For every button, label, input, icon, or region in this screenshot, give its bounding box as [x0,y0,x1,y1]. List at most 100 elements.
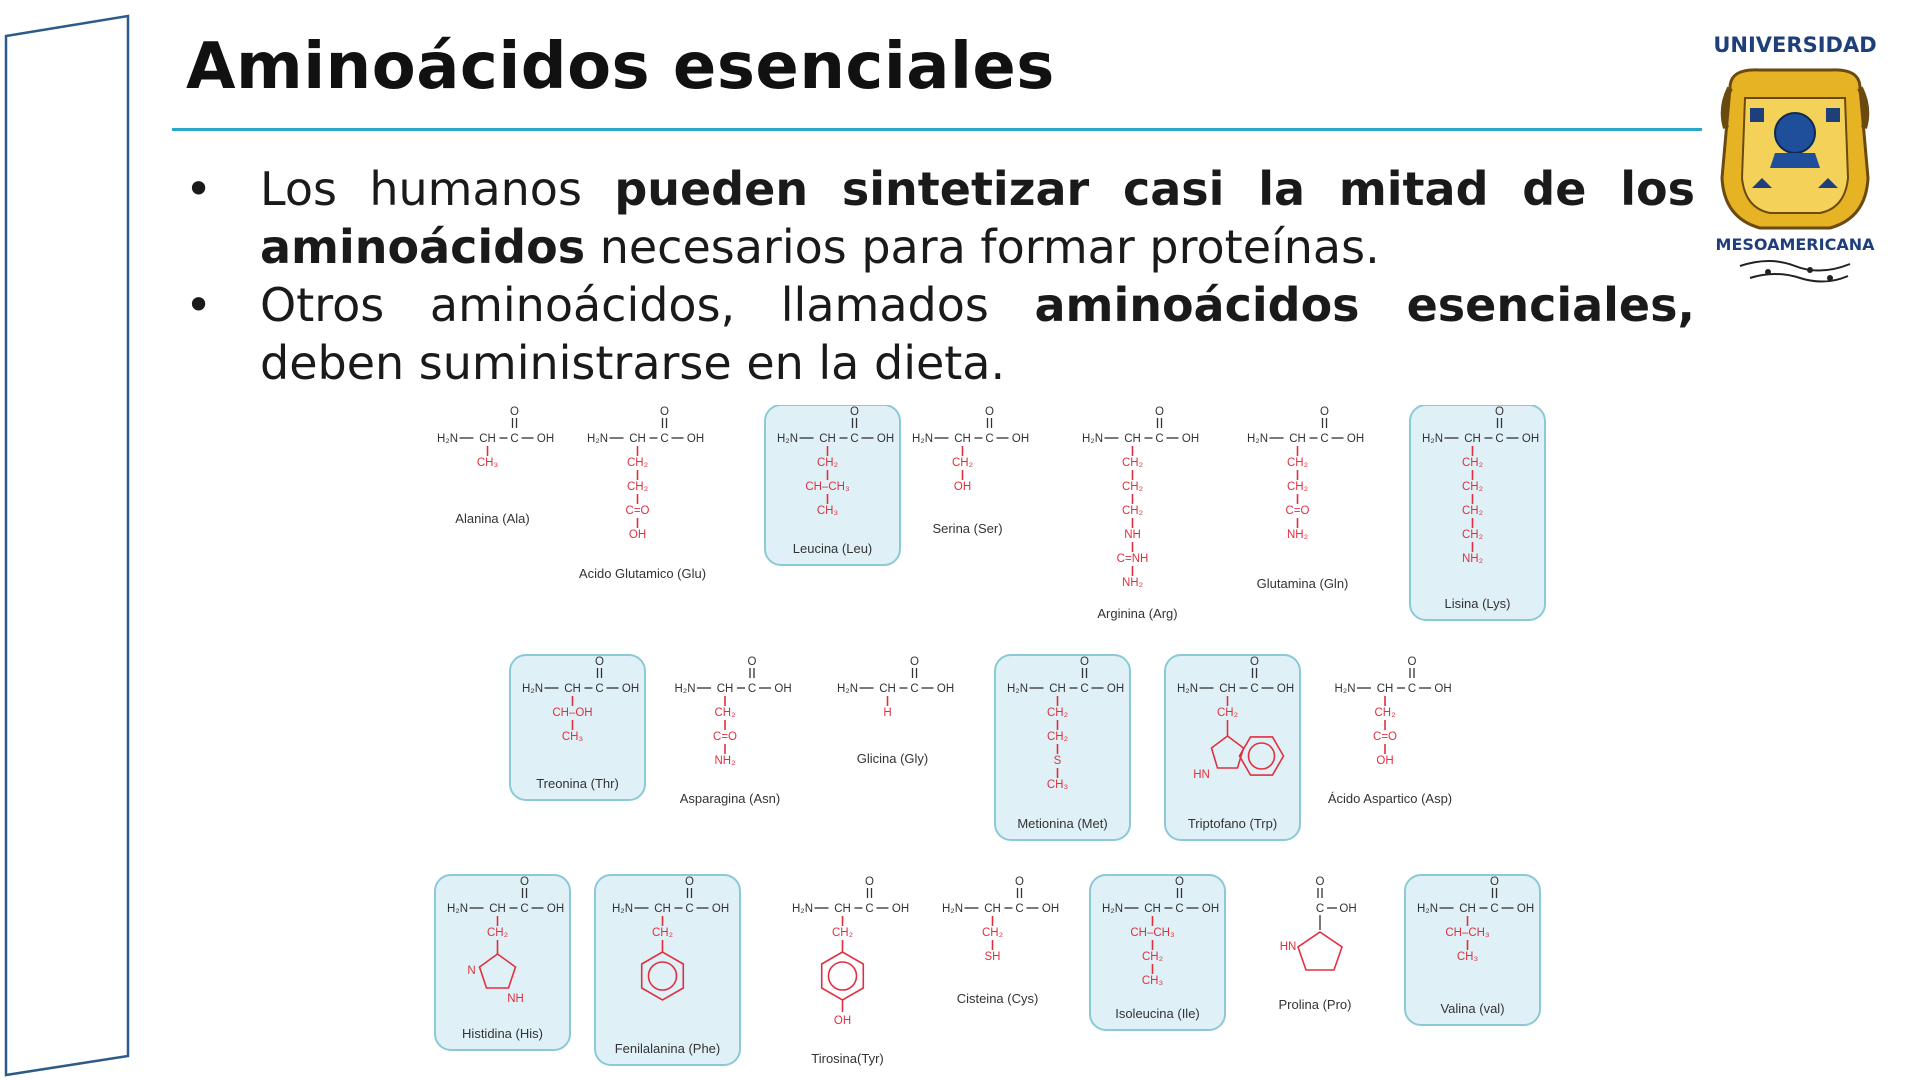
carbonyl-oxygen: O [660,406,669,418]
side-chain-group: CH₂ [1047,731,1068,743]
amine-group: H₂N [522,683,543,695]
alpha-carbon: CH [984,903,1001,915]
carbonyl-oxygen: O [1175,876,1184,888]
carbonyl-oxygen: O [520,876,529,888]
amino-acid-label: Valina (val) [1440,1001,1504,1016]
essential-highlight-box [994,654,1131,841]
alpha-carbon: CH [479,433,496,445]
hydroxyl-group: OH [1522,433,1539,445]
hydroxyl-group: OH [537,433,554,445]
amine-group: H₂N [942,903,963,915]
slide-title: Aminoácidos esenciales [186,30,1055,104]
logo-top-text: UNIVERSIDAD [1713,33,1876,57]
amine-group: H₂N [777,433,798,445]
essential-highlight-box [1409,405,1546,621]
alpha-carbon: CH [489,903,506,915]
hydroxyl-group: OH [712,903,729,915]
amino-acid-label: Cisteina (Cys) [957,991,1039,1006]
hydroxyl-group: OH [774,683,791,695]
amine-group: H₂N [792,903,813,915]
imidazole-ring [478,953,517,989]
essential-highlight-box [509,654,646,801]
amino-acid-label: Metionina (Met) [1017,816,1107,831]
amino-acid-label: Acido Glutamico (Glu) [579,566,706,581]
side-chain-group: C=NH [1117,553,1149,565]
essential-highlight-box [594,874,741,1066]
carbonyl-oxygen: O [1408,656,1417,668]
title-underline [172,128,1702,131]
hydroxyl-group: OH [687,433,704,445]
alpha-carbon: CH [834,903,851,915]
side-chain-group: CH₂ [832,927,853,939]
carbonyl-oxygen: O [850,406,859,418]
carbonyl-carbon: C [865,903,873,915]
amine-group: H₂N [1102,903,1123,915]
amino-acid-label: Alanina (Ala) [455,511,529,526]
amino-acid-label: Serina (Ser) [932,521,1002,536]
ring-nh: NH [507,993,524,1005]
side-chain-group: CH₂ [1462,457,1483,469]
side-chain-group: CH₂ [1122,457,1143,469]
carbonyl-carbon: C [1408,683,1416,695]
carbonyl-carbon: C [660,433,668,445]
side-chain-group: S [1054,755,1062,767]
hydroxyl-group: OH [877,433,894,445]
side-chain-group: C=O [1373,731,1397,743]
carbonyl-oxygen: O [748,656,757,668]
side-chain-group: CH₂ [1287,481,1308,493]
ring-nitrogen: HN [1280,941,1297,953]
hydroxyl-group: OH [1347,433,1364,445]
side-chain-group: CH–CH₃ [1445,927,1490,939]
bullet-text: necesarios para formar proteínas. [585,220,1380,274]
side-chain-group: CH₂ [1047,707,1068,719]
alpha-carbon: CH [954,433,971,445]
carbonyl-carbon: C [1495,433,1503,445]
alpha-carbon: CH [1219,683,1236,695]
alpha-carbon: CH [1377,683,1394,695]
side-chain-group: CH₂ [1462,481,1483,493]
bullet-bold-text: aminoácidos esenciales, [1034,278,1695,332]
amino-acid-label: Leucina (Leu) [793,541,873,556]
bullet-list: •Los humanos pueden sintetizar casi la m… [185,160,1695,392]
aromatic-circle [647,961,678,991]
carbonyl-carbon: C [1080,683,1088,695]
hydroxyl-group: OH [1107,683,1124,695]
hydroxyl-group: OH [892,903,909,915]
hydroxyl-group: OH [937,683,954,695]
hydroxyl-group: OH [622,683,639,695]
side-chain-group: C=O [626,505,650,517]
alpha-carbon: CH [1459,903,1476,915]
carbonyl-carbon: C [1250,683,1258,695]
amine-group: H₂N [1422,433,1443,445]
amine-group: H₂N [587,433,608,445]
side-chain-group: C=O [713,731,737,743]
carbonyl-carbon: C [685,903,693,915]
carbonyl-oxygen: O [1015,876,1024,888]
essential-highlight-box [1089,874,1226,1031]
aromatic-circle [1247,742,1276,770]
carbonyl-oxygen: O [1316,876,1325,888]
carbonyl-carbon: C [595,683,603,695]
amine-group: H₂N [612,903,633,915]
essential-highlight-box [764,405,901,566]
essential-highlight-box [1164,654,1301,841]
side-chain-group: CH₂ [1142,951,1163,963]
carbonyl-carbon: C [910,683,918,695]
side-chain-group: CH–CH₃ [805,481,850,493]
amino-acid-label: Arginina (Arg) [1097,606,1177,621]
ring-hydroxyl: OH [834,1015,851,1027]
amine-group: H₂N [1334,683,1355,695]
